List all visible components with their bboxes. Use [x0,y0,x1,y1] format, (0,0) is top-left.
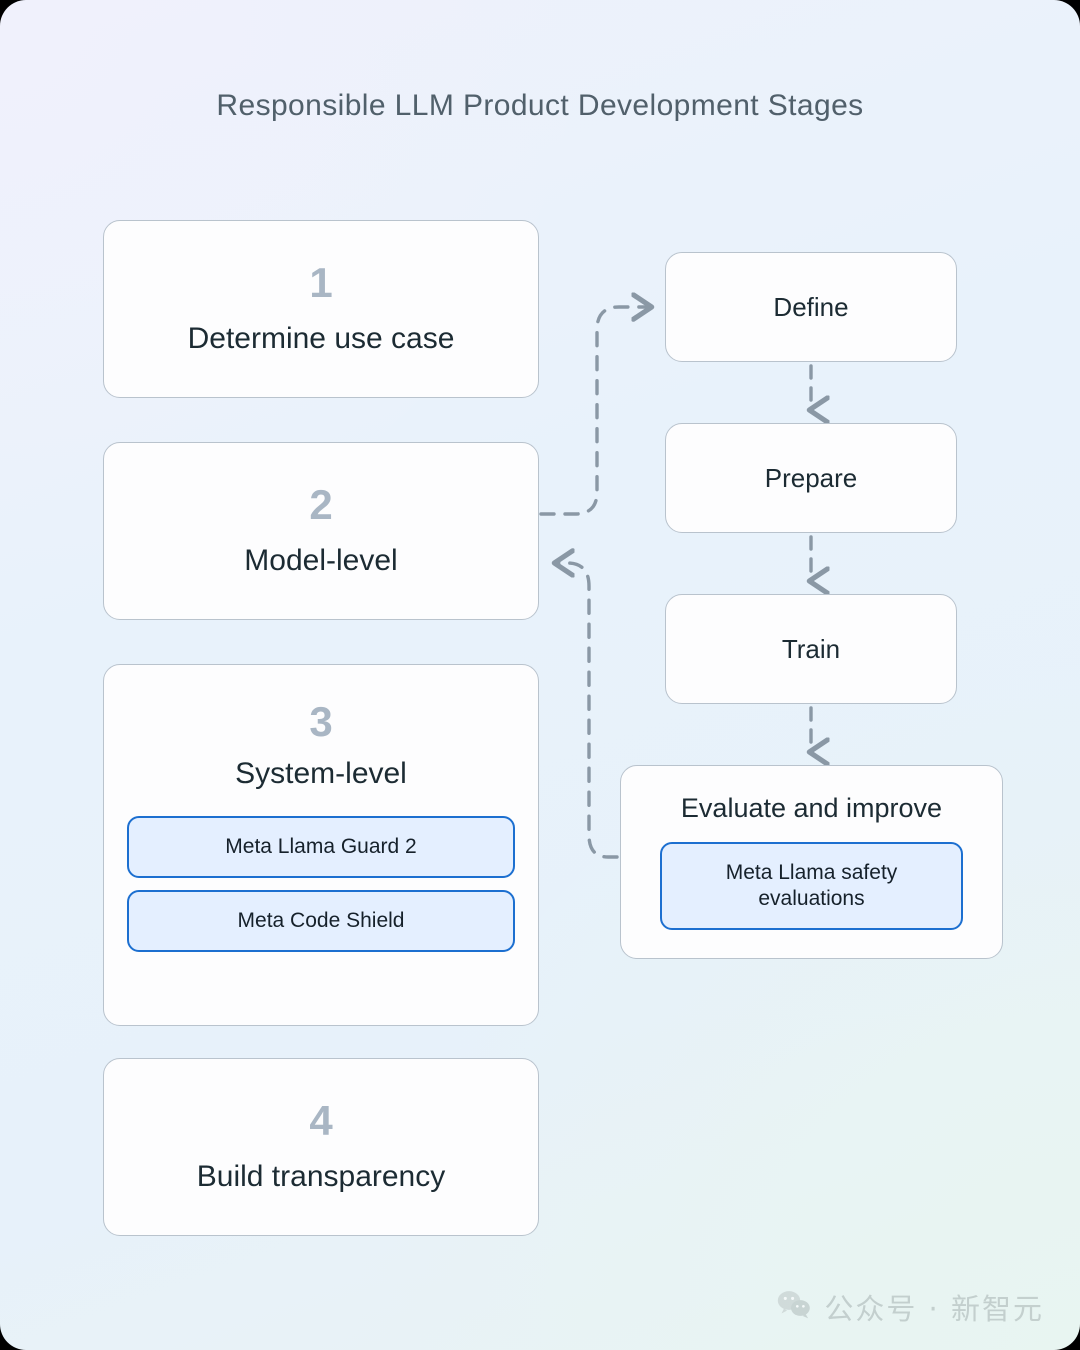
stage-number: 1 [309,258,333,306]
stage-label: System-level [235,757,407,790]
badge-meta-llama-guard-2[interactable]: Meta Llama Guard 2 [127,815,515,878]
flow-step-define[interactable]: Define [665,252,957,362]
stage-label: Model-level [244,543,398,577]
stage-badge-list: Meta Llama Guard 2 Meta Code Shield [127,815,515,952]
stage-label: Determine use case [187,321,455,355]
stage-card-1[interactable]: 1 Determine use case [103,220,539,398]
flow-step-label: Evaluate and improve [680,793,943,823]
badge-meta-llama-safety-evaluations[interactable]: Meta Llama safety evaluations [660,842,963,930]
stage-number: 2 [309,480,333,528]
stage-number: 3 [309,698,333,745]
connector-stage2-to-define [539,307,650,516]
stage-card-4[interactable]: 4 Build transparency [103,1058,539,1236]
wechat-icon [777,1290,811,1325]
stage-card-2[interactable]: 2 Model-level [103,442,539,620]
connector-evaluate-to-stage2 [556,563,619,859]
page-title: Responsible LLM Product Development Stag… [216,89,864,122]
stage-card-3[interactable]: 3 System-level Meta Llama Guard 2 Meta C… [103,664,539,1026]
stage-number: 4 [309,1096,333,1144]
flow-step-train[interactable]: Train [665,594,957,704]
badge-meta-code-shield[interactable]: Meta Code Shield [127,889,515,952]
flow-step-prepare[interactable]: Prepare [665,423,957,533]
watermark: 公众号 · 新智元 [777,1286,1044,1328]
stage-label: Build transparency [196,1159,446,1193]
watermark-text: 公众号 · 新智元 [824,1292,1044,1326]
flow-step-evaluate-and-improve[interactable]: Evaluate and improve Meta Llama safety e… [620,765,1003,959]
